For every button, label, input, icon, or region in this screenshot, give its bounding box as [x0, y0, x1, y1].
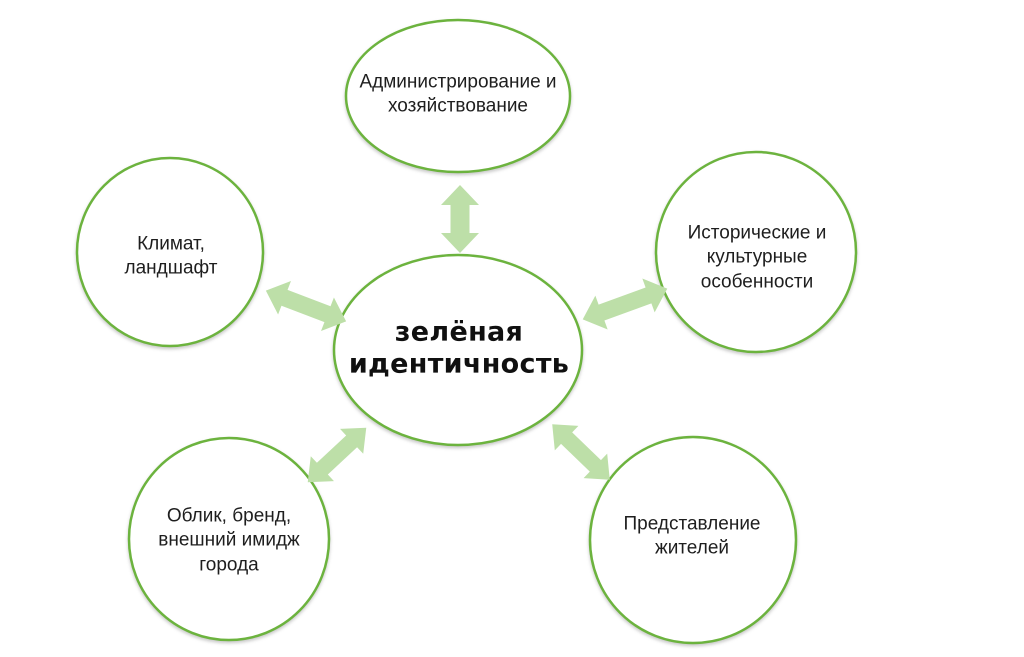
node-history-shape: [654, 150, 858, 354]
node-center-label: зелёная идентичность: [348, 316, 570, 380]
double-arrow-right-icon: [582, 278, 668, 330]
double-arrow-bottom-right-icon: [552, 424, 610, 480]
node-administration-label: Администрирование и хозяйствование: [359, 71, 557, 117]
node-image-shape: [127, 436, 331, 642]
node-residents-shape: [588, 435, 798, 645]
double-arrow-bottom-left-icon: [307, 427, 367, 483]
node-climate-label: Климат, ландшафт: [124, 233, 218, 279]
double-arrow-left-icon: [265, 280, 347, 332]
node-administration-shape: [344, 18, 572, 174]
node-climate-shape: [75, 156, 265, 348]
double-arrow-top-icon: [441, 185, 479, 253]
node-history-label: Исторические и культурные особенности: [687, 222, 827, 293]
node-center-shape: [332, 253, 584, 447]
node-residents-label: Представление жителей: [623, 513, 761, 559]
node-image-label: Облик, бренд, внешний имидж города: [158, 505, 300, 576]
